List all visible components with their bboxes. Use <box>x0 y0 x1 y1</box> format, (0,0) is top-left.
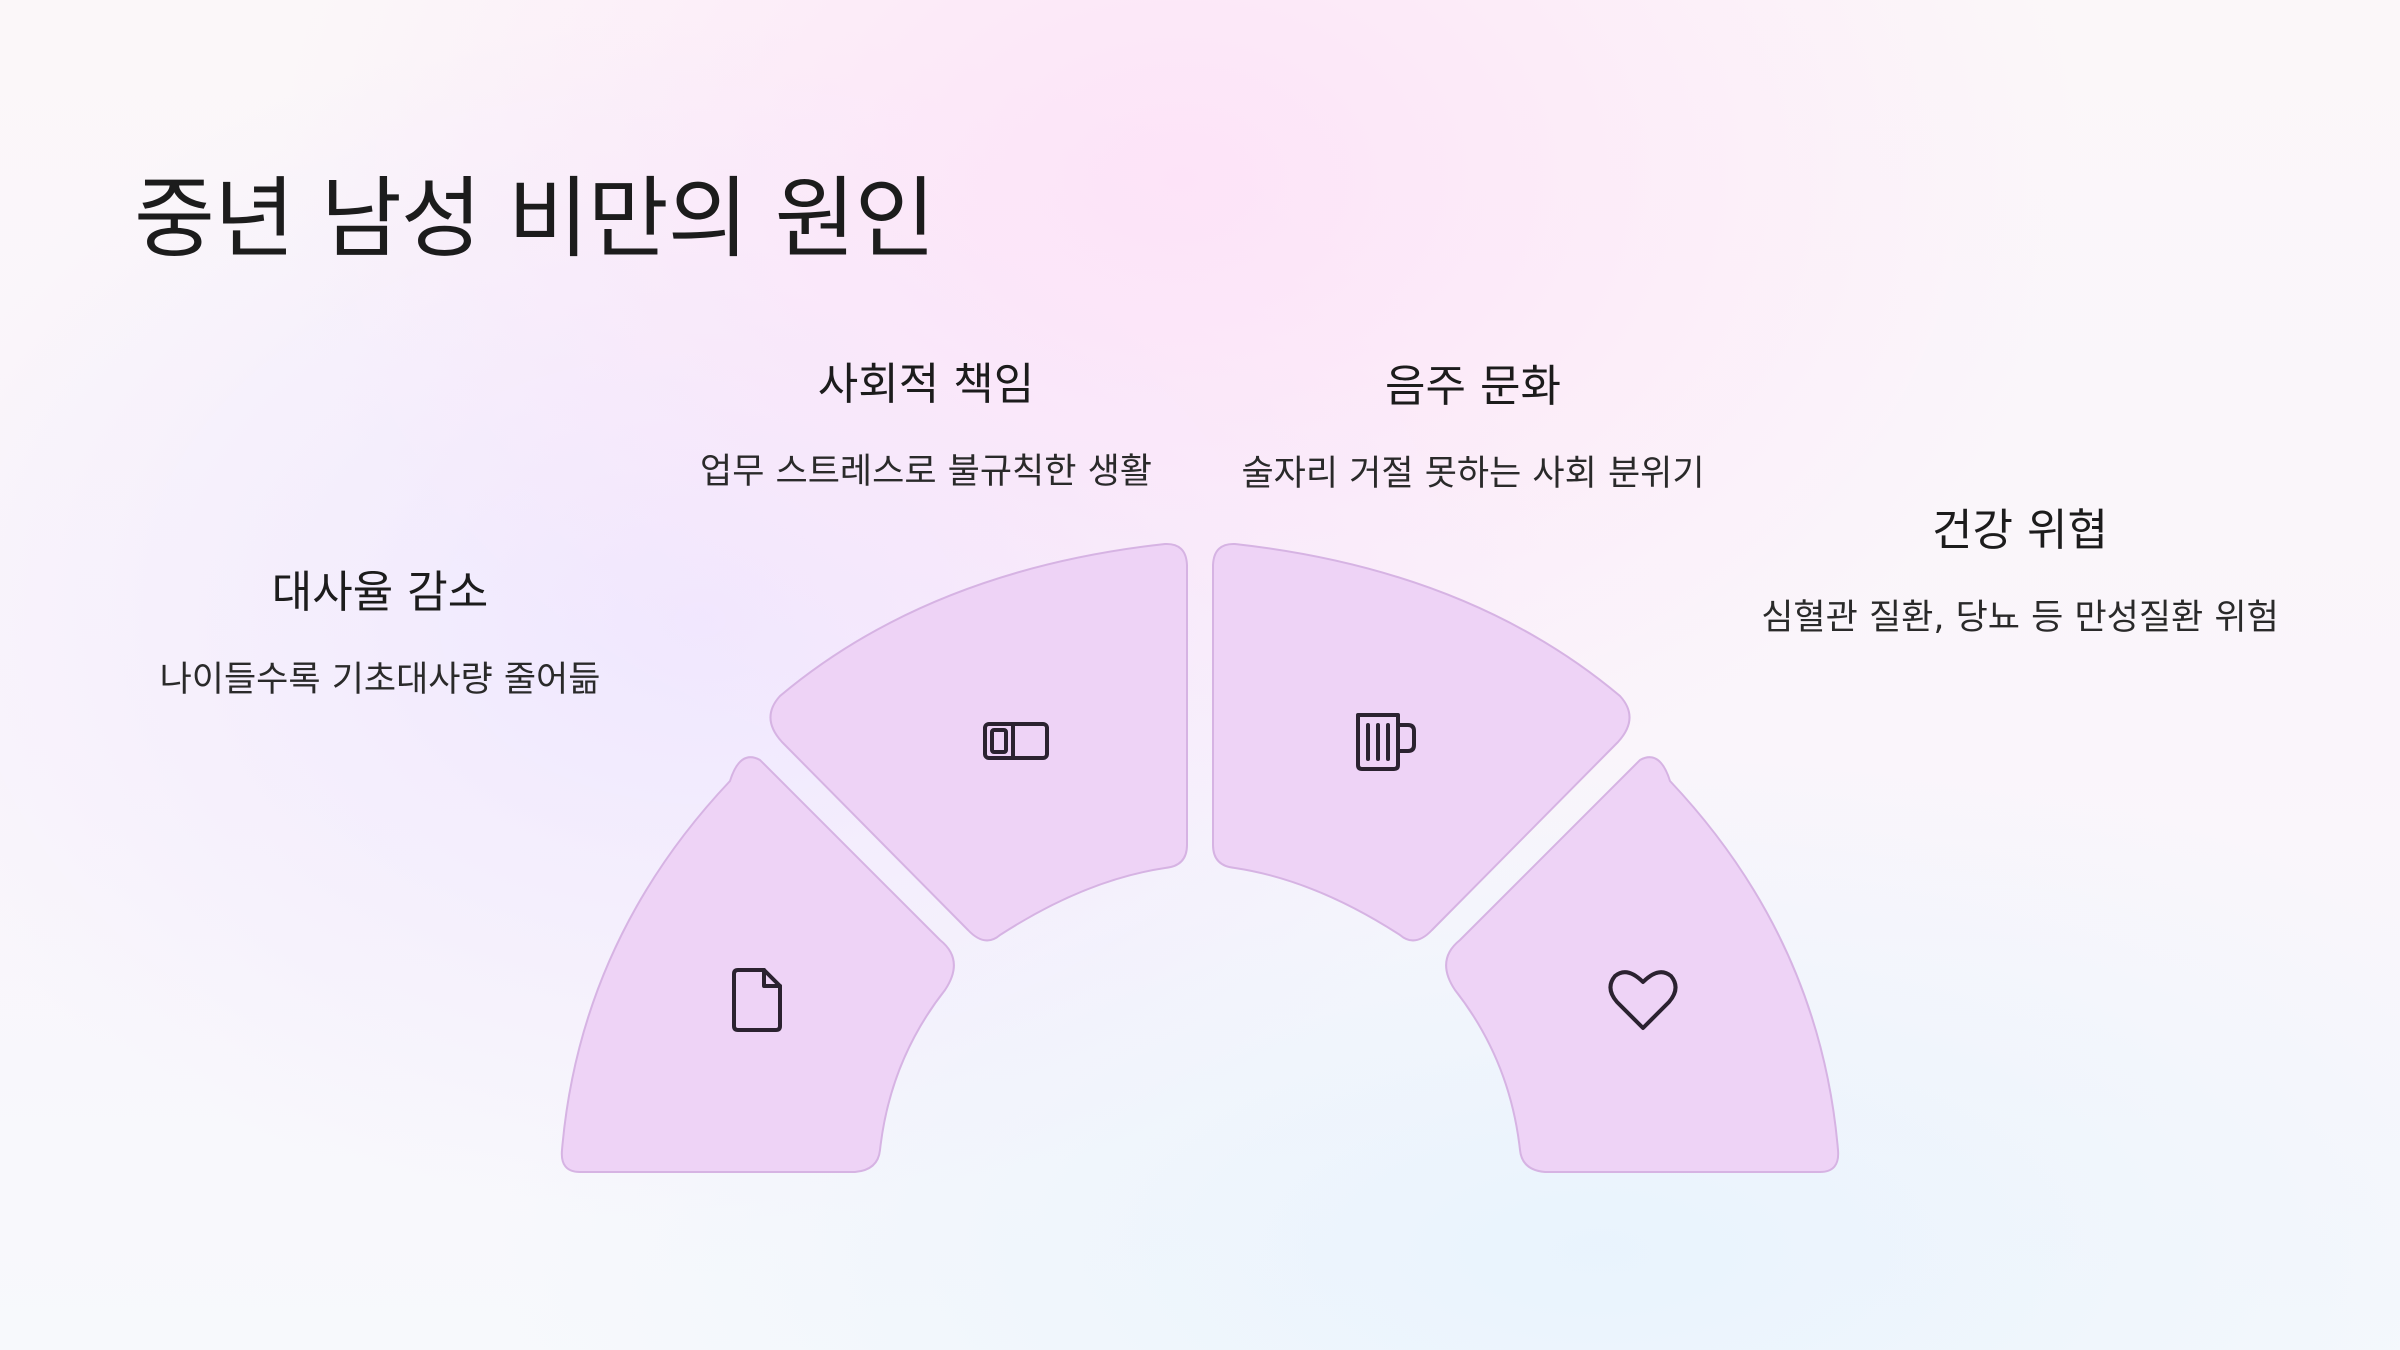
page-title: 중년 남성 비만의 원인 <box>134 167 936 270</box>
segment-health <box>1445 756 1840 1173</box>
cause-label-drinking: 음주 문화 술자리 거절 못하는 사회 분위기 <box>1173 350 1773 504</box>
heart-icon <box>1608 970 1678 1030</box>
segment-shape <box>560 756 955 1173</box>
cause-label-health: 건강 위협 심혈관 질환, 당뇨 등 만성질환 위험 <box>1730 494 2310 648</box>
toggle-icon <box>983 722 1049 760</box>
segment-drinking <box>1212 542 1631 942</box>
cause-label-social: 사회적 책임 업무 스트레스로 불규칙한 생활 <box>626 348 1226 502</box>
cause-description: 술자리 거절 못하는 사회 분위기 <box>1241 454 1705 494</box>
cause-description: 심혈관 질환, 당뇨 등 만성질환 위험 <box>1761 598 2279 638</box>
segment-metabolism <box>560 756 955 1173</box>
cause-description: 나이들수록 기초대사량 줄어듦 <box>159 660 601 700</box>
cause-description: 업무 스트레스로 불규칙한 생활 <box>700 452 1152 492</box>
segment-social <box>769 542 1188 942</box>
cause-label-metabolism: 대사율 감소 나이들수록 기초대사량 줄어듦 <box>80 556 680 710</box>
document-icon <box>732 968 782 1032</box>
cause-heading: 음주 문화 <box>1385 361 1561 412</box>
beer-mug-icon <box>1356 713 1416 771</box>
cause-heading: 사회적 책임 <box>817 359 1035 410</box>
cause-heading: 대사율 감소 <box>271 567 489 618</box>
cause-heading: 건강 위협 <box>1932 505 2108 556</box>
segment-shape <box>769 542 1188 942</box>
segment-shape <box>1445 756 1840 1173</box>
segment-shape <box>1212 542 1631 942</box>
